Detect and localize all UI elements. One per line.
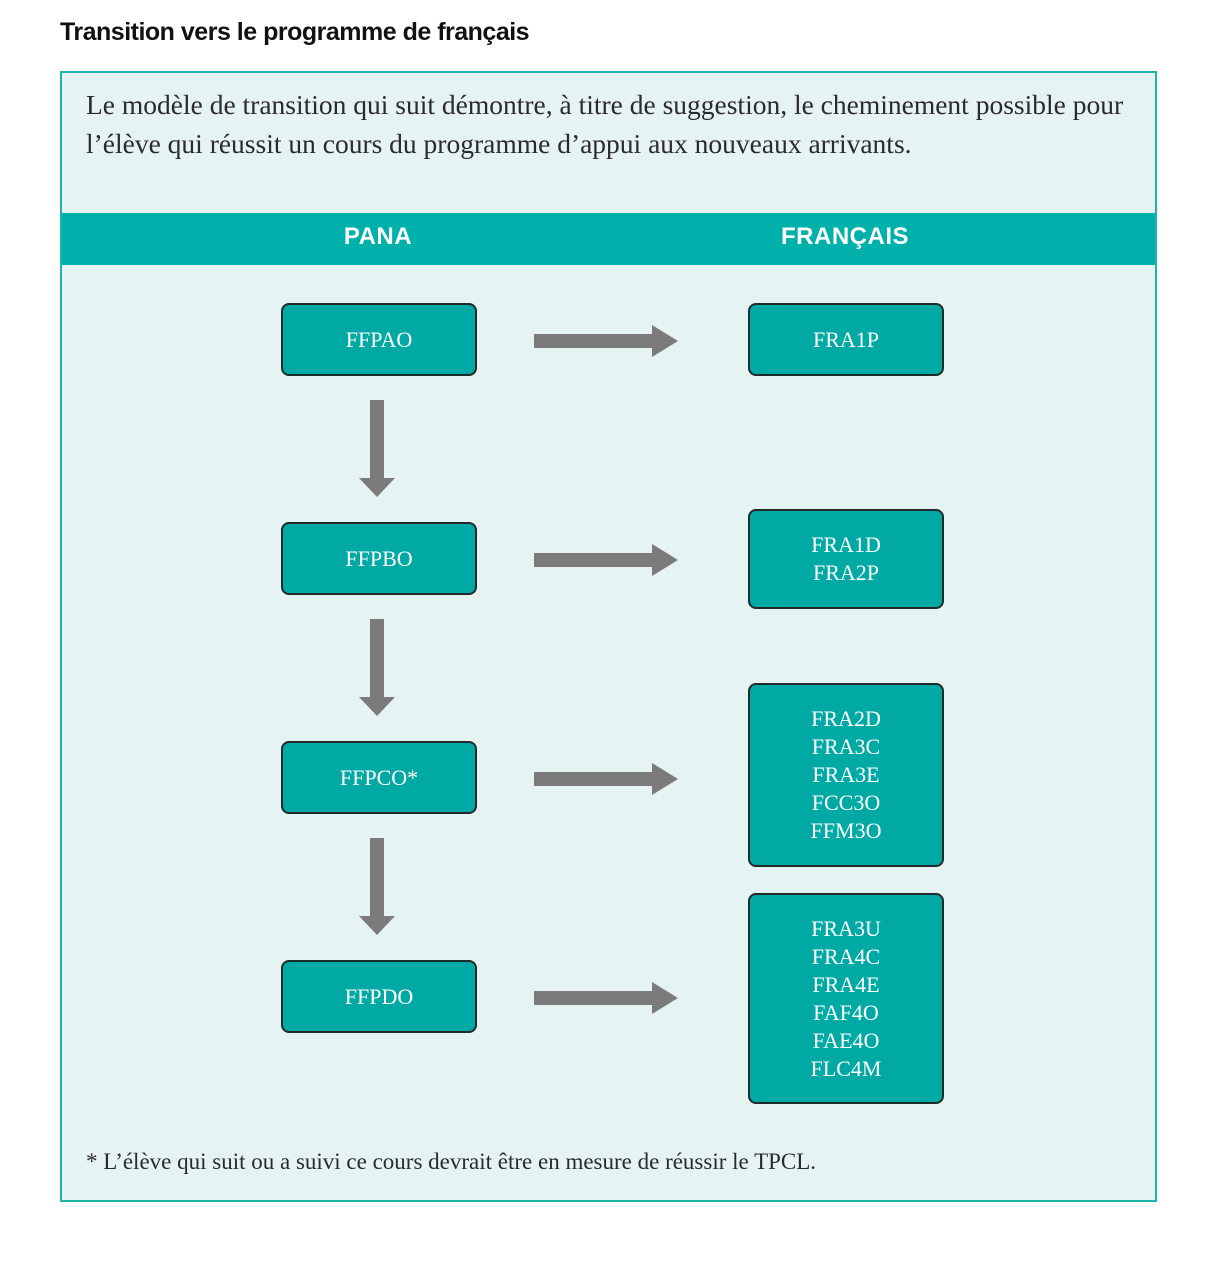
francais-course-code: FRA4E [812,971,880,997]
pana-course-box: FFPDO [281,960,477,1033]
arrow-right-2 [534,544,678,576]
arrow-down-2 [359,619,395,716]
arrow-right-1 [534,325,678,357]
francais-course-code: FRA3E [812,762,880,787]
column-title-francais: FRANÇAIS [781,223,909,250]
francais-course-code: FLC4M [810,1055,882,1081]
francais-course-code: FRA1D [811,532,881,557]
column-header-bar: PANA FRANÇAIS [62,213,1155,265]
francais-course-box: FRA1D FRA2P [748,509,944,609]
arrow-down-1 [359,400,395,497]
francais-course-code: FRA4C [811,943,881,969]
francais-course-code: FCC3O [811,790,881,815]
pana-course-code: FFPBO [345,545,413,571]
francais-course-code: FRA2D [811,706,881,731]
francais-course-box: FRA1P [748,303,944,376]
francais-course-code: FAE4O [812,1027,880,1053]
intro-text: Le modèle de transition qui suit démontr… [86,89,1124,159]
pana-course-box: FFPBO [281,522,477,595]
arrow-right-3 [534,763,678,795]
francais-course-code: FRA3C [811,734,881,759]
transition-panel: Le modèle de transition qui suit démontr… [60,71,1157,1202]
francais-course-code: FFM3O [810,818,882,843]
francais-course-box: FRA2D FRA3C FRA3E FCC3O FFM3O [748,683,944,867]
pana-course-code: FFPCO* [339,764,419,790]
pana-course-box: FFPAO [281,303,477,376]
column-title-pana: PANA [343,223,413,250]
francais-course-code: FRA2P [812,560,880,585]
francais-course-code: FRA1P [812,326,880,352]
arrow-down-3 [359,838,395,935]
francais-course-box: FRA3U FRA4C FRA4E FAF4O FAE4O FLC4M [748,893,944,1104]
arrows-layer [359,325,678,1014]
arrow-right-4 [534,982,678,1014]
pana-course-code: FFPDO [344,983,414,1009]
francais-course-code: FAF4O [813,999,879,1025]
pana-course-code: FFPAO [345,326,413,352]
footnote: * L’élève qui suit ou a suivi ce cours d… [86,1149,817,1174]
page-heading: Transition vers le programme de français [60,18,530,46]
pana-course-box: FFPCO* [281,741,477,814]
francais-course-code: FRA3U [811,915,881,941]
